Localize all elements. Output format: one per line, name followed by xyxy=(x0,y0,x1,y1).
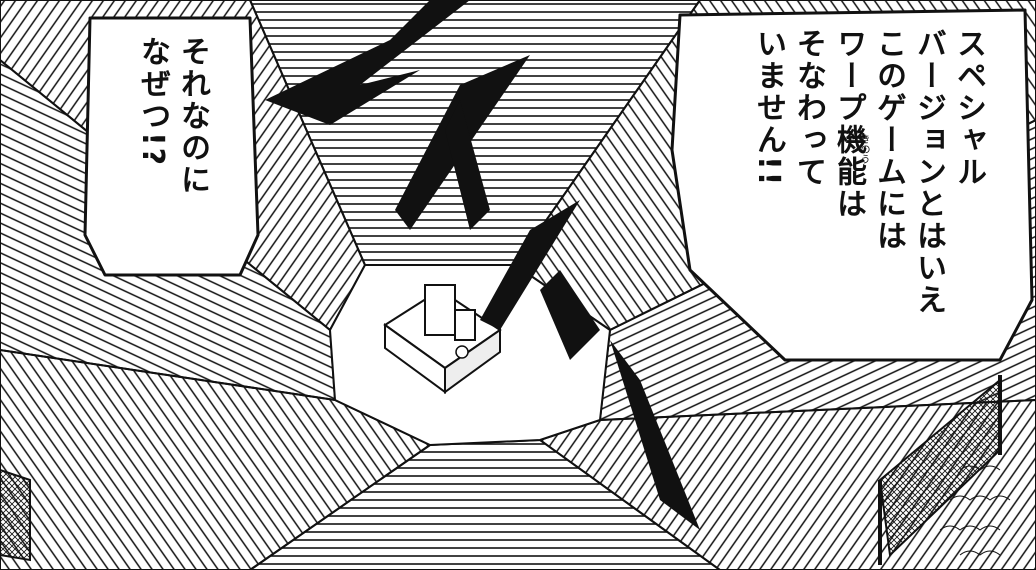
speech-line-4: ワープ機能は xyxy=(831,28,866,220)
speech-line-2: バージョンとはいえ xyxy=(911,28,946,316)
speech-line-1: スペシャル xyxy=(951,28,986,188)
tennis-net xyxy=(878,375,1002,565)
speech-bubble-left-shape xyxy=(83,16,260,277)
center-box xyxy=(383,284,502,394)
sound-effect-strokes xyxy=(265,0,700,530)
grass-scribbles xyxy=(939,465,1011,556)
speech-left-line-1: それなのに xyxy=(175,36,210,196)
speech-line-6: いません!! xyxy=(751,28,786,188)
speech-line-3: このゲームには xyxy=(871,28,906,252)
speech-bubble-right-shape xyxy=(670,8,1034,362)
ruby-kinou: きのう xyxy=(858,134,869,164)
speech-line-5: そなわって xyxy=(791,28,826,188)
speech-left-line-2: なぜつ!? xyxy=(135,36,170,168)
tennis-net-left xyxy=(0,468,31,562)
